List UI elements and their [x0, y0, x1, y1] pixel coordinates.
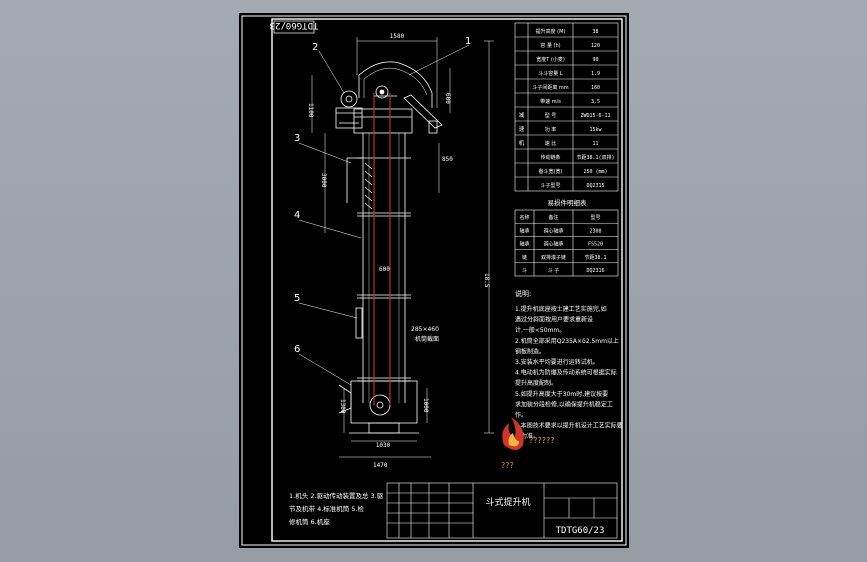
title-block: 斗式提升机 TDTG60/23 [386, 482, 618, 539]
parts-header-model: 型号 [590, 214, 600, 221]
inner-border [271, 18, 623, 542]
dim-left-a: 1100 [307, 103, 314, 118]
parts-row-remark: 双排滚子链 [541, 254, 566, 261]
spec-row-value: 节距38.1(双排) [576, 154, 614, 161]
spec-row-group: 速 [519, 126, 525, 133]
logo-emblem: ?????? ??? [501, 417, 554, 470]
spec-row-label: 功 率 [545, 126, 557, 133]
dim-bottom-outer: 1470 [373, 462, 388, 469]
spec-row-label: 速 比 [545, 140, 557, 147]
parts-row-model: 2308 [589, 228, 601, 234]
legend-line: 节及机带 4.标准机筒 5.检 [289, 504, 365, 513]
casing-sub: 机筒截面 [415, 335, 439, 343]
legend-line: 修机筒 6.机座 [289, 517, 330, 526]
parts-row-model: FS520 [588, 242, 603, 248]
dim-right-b: 850 [442, 156, 453, 163]
balloon-6: 6 [294, 344, 300, 355]
spec-row-value: 1.9 [591, 71, 600, 77]
spec-row-value: 120 [591, 43, 600, 49]
parts-row-model: DQ2316 [586, 268, 604, 274]
note-line: 遇过分斜面按用户要求重新设 [515, 316, 593, 324]
spec-row-label: 提升高度 (M) [536, 28, 566, 35]
notes: 说明: 1.提升机底座按土建工艺实施完,如 遇过分斜面按用户要求重新设 计,一般… [515, 289, 623, 440]
casing-label: 285×460 [411, 326, 439, 333]
cad-drawing: TDTG60/23 [241, 15, 627, 546]
spec-row-value: DQ2315 [586, 183, 604, 189]
spec-row-value: 38 [592, 29, 598, 35]
spec-row-value: ZWD15-6-11 [580, 113, 610, 119]
dim-right-a: 600 [444, 93, 451, 104]
logo-subtext: ??? [501, 461, 514, 470]
note-line: 求加装分段检修,以确保提升机稳定工 [515, 400, 613, 408]
dim-bottom-inner: 1030 [376, 442, 391, 449]
spec-row-value: 15kw [589, 127, 602, 133]
dim-bottom-left: 1300 [339, 399, 346, 414]
parts-table-title: 易损件明细表 [548, 198, 588, 207]
title-block-name: 斗式提升机 [485, 496, 530, 508]
note-line: 5.如提升高度大于30m时,建议按要 [515, 390, 608, 398]
spec-row-label: 宽度T (小麦) [536, 56, 565, 63]
spec-row-label: 容 量 (h) [540, 42, 560, 49]
balloon-4: 4 [294, 210, 300, 221]
balloon-5: 5 [294, 293, 300, 304]
spec-row-label: 斗斗容量 L [538, 70, 563, 77]
note-line: 提升高度配制。 [515, 379, 557, 387]
spec-row-label: 斗子型号 [540, 182, 560, 189]
dim-mid: 3000 [320, 173, 327, 188]
balloon-2: 2 [312, 42, 318, 53]
parts-row-remark: 调心轴承 [543, 241, 563, 248]
bucket-hatch [364, 162, 373, 210]
spec-row-label: 斗子间距离 mm [532, 84, 568, 91]
spec-row-value: 90 [592, 57, 598, 63]
note-line: 作。 [515, 411, 527, 419]
note-line: 计,一般<50mm。 [515, 326, 565, 334]
logo-text: ?????? [529, 436, 554, 445]
belt-line [373, 93, 391, 405]
parts-row-name: 斗 [522, 268, 527, 274]
spec-row-value: 11 [592, 141, 598, 147]
title-block-code: TDTG60/23 [556, 526, 605, 536]
spec-row-group: 减 [519, 111, 525, 119]
spec-row-label: 畚斗宽(宽) [539, 168, 563, 175]
parts-row-remark: 调心轴承 [543, 227, 563, 234]
note-line: 4.电动机为防爆及传动系统可根据实际 [515, 369, 617, 377]
parts-row-name: 轴承 [519, 241, 529, 248]
dim-total-height: 18.5 [483, 273, 490, 288]
parts-row-remark: 斗 子 [548, 267, 560, 274]
legend-line: 1.机头 2.驱动传动装置及总 3.驱 [289, 491, 384, 500]
parts-header-name: 名称 [519, 214, 529, 221]
spec-row-label: 带速 m/s [540, 99, 561, 105]
note-line: 钢板制造。 [515, 347, 545, 355]
note-line: 1.提升机底座按土建工艺实施完,如 [515, 305, 607, 313]
parts-row-model: 节距38.1 [584, 255, 606, 261]
parts-row-name: 链 [522, 254, 527, 261]
dim-bottom-right: 1000 [422, 398, 429, 413]
note-line: 求为准。 [515, 432, 539, 440]
note-line: 3.安装水平均要进行运转试机。 [515, 358, 599, 366]
outer-border [241, 15, 627, 546]
leader-lines [298, 44, 470, 386]
balloon-3: 3 [294, 133, 300, 144]
dim-column: 600 [379, 266, 390, 273]
spec-row-label: 传动链条 [540, 154, 560, 161]
dimension-lines [311, 37, 494, 458]
dim-top-width: 1580 [390, 33, 405, 40]
spec-row-label: 型 号 [545, 112, 557, 119]
parts-header-remark: 备注 [548, 214, 558, 221]
balloon-1: 1 [465, 36, 471, 47]
parts-row-name: 轴承 [519, 227, 529, 234]
elevator-drawing [335, 61, 443, 434]
drawing-sheet: TDTG60/23 [239, 13, 629, 548]
spec-row-value: 250 (mm) [583, 169, 607, 175]
notes-heading: 说明: [515, 289, 531, 298]
spec-row-value: 3.5 [591, 99, 600, 105]
spec-row-group: 机 [519, 139, 525, 147]
spec-row-value: 160 [591, 85, 600, 91]
legend: 1.机头 2.驱动传动装置及总 3.驱 节及机带 4.标准机筒 5.检 修机筒 … [289, 491, 384, 526]
note-line: 2.机筒全部采用Q235A×δ2.5mm以上 [515, 337, 619, 345]
note-line: 6.本图技术要求以提升机设计工艺实际要 [515, 422, 623, 430]
rotated-title: TDTG60/23 [270, 20, 319, 30]
spec-table: 提升高度 (M) 38 容 量 (h) 120 宽度T (小麦) 90 斗斗容量 L 1.9 斗… [514, 22, 619, 192]
